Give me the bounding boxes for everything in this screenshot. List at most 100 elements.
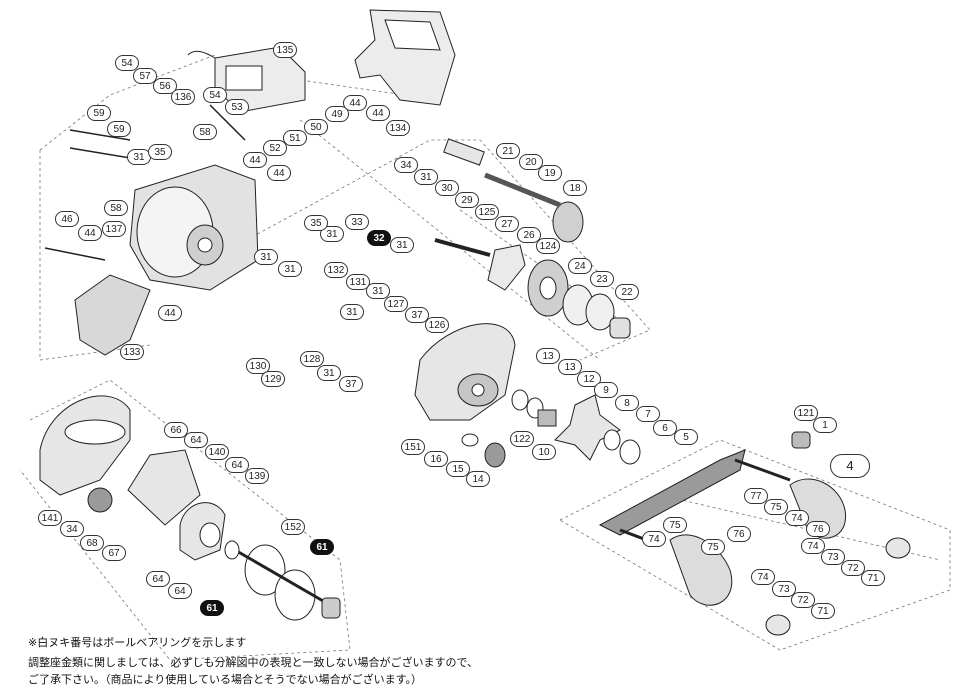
- part-number-64[interactable]: 64: [168, 583, 192, 599]
- part-number-53[interactable]: 53: [225, 99, 249, 115]
- part-number-20[interactable]: 20: [519, 154, 543, 170]
- part-number-23[interactable]: 23: [590, 271, 614, 287]
- part-number-59[interactable]: 59: [107, 121, 131, 137]
- part-number-21[interactable]: 21: [496, 143, 520, 159]
- part-number-76[interactable]: 76: [727, 526, 751, 542]
- part-number-74[interactable]: 74: [801, 538, 825, 554]
- part-number-72[interactable]: 72: [791, 592, 815, 608]
- part-number-52[interactable]: 52: [263, 140, 287, 156]
- part-number-129[interactable]: 129: [261, 371, 285, 387]
- part-number-140[interactable]: 140: [205, 444, 229, 460]
- part-number-30[interactable]: 30: [435, 180, 459, 196]
- part-number-34[interactable]: 34: [394, 157, 418, 173]
- part-number-44[interactable]: 44: [243, 152, 267, 168]
- part-number-74[interactable]: 74: [642, 531, 666, 547]
- part-number-132[interactable]: 132: [324, 262, 348, 278]
- part-number-121[interactable]: 121: [794, 405, 818, 421]
- part-number-26[interactable]: 26: [517, 227, 541, 243]
- part-number-35[interactable]: 35: [148, 144, 172, 160]
- part-number-10[interactable]: 10: [532, 444, 556, 460]
- part-number-31[interactable]: 31: [414, 169, 438, 185]
- part-number-135[interactable]: 135: [273, 42, 297, 58]
- part-number-31[interactable]: 31: [366, 283, 390, 299]
- part-number-44[interactable]: 44: [366, 105, 390, 121]
- part-number-13[interactable]: 13: [536, 348, 560, 364]
- part-number-51[interactable]: 51: [283, 130, 307, 146]
- part-number-134[interactable]: 134: [386, 120, 410, 136]
- part-number-31[interactable]: 31: [254, 249, 278, 265]
- part-number-49[interactable]: 49: [325, 106, 349, 122]
- part-number-44[interactable]: 44: [78, 225, 102, 241]
- part-number-24[interactable]: 24: [568, 258, 592, 274]
- part-number-29[interactable]: 29: [455, 192, 479, 208]
- part-number-31[interactable]: 31: [320, 226, 344, 242]
- part-number-22[interactable]: 22: [615, 284, 639, 300]
- part-number-75[interactable]: 75: [701, 539, 725, 555]
- part-number-6[interactable]: 6: [653, 420, 677, 436]
- part-number-1[interactable]: 1: [813, 417, 837, 433]
- part-number-54[interactable]: 54: [203, 87, 227, 103]
- part-number-68[interactable]: 68: [80, 535, 104, 551]
- part-number-34[interactable]: 34: [60, 521, 84, 537]
- part-number-56[interactable]: 56: [153, 78, 177, 94]
- part-number-9[interactable]: 9: [594, 382, 618, 398]
- part-number-31[interactable]: 31: [317, 365, 341, 381]
- part-number-8[interactable]: 8: [615, 395, 639, 411]
- part-number-133[interactable]: 133: [120, 344, 144, 360]
- part-number-72[interactable]: 72: [841, 560, 865, 576]
- part-number-64[interactable]: 64: [146, 571, 170, 587]
- part-number-141[interactable]: 141: [38, 510, 62, 526]
- part-number-74[interactable]: 74: [785, 510, 809, 526]
- part-number-139[interactable]: 139: [245, 468, 269, 484]
- part-number-61[interactable]: 61: [310, 539, 334, 555]
- part-number-73[interactable]: 73: [772, 581, 796, 597]
- part-number-50[interactable]: 50: [304, 119, 328, 135]
- part-number-15[interactable]: 15: [446, 461, 470, 477]
- part-number-74[interactable]: 74: [751, 569, 775, 585]
- part-number-124[interactable]: 124: [536, 238, 560, 254]
- part-number-64[interactable]: 64: [225, 457, 249, 473]
- part-number-151[interactable]: 151: [401, 439, 425, 455]
- part-number-5[interactable]: 5: [674, 429, 698, 445]
- part-number-37[interactable]: 37: [405, 307, 429, 323]
- part-number-31[interactable]: 31: [390, 237, 414, 253]
- part-number-57[interactable]: 57: [133, 68, 157, 84]
- part-number-127[interactable]: 127: [384, 296, 408, 312]
- part-number-71[interactable]: 71: [811, 603, 835, 619]
- part-number-126[interactable]: 126: [425, 317, 449, 333]
- part-number-35[interactable]: 35: [304, 215, 328, 231]
- part-number-46[interactable]: 46: [55, 211, 79, 227]
- part-number-4[interactable]: 4: [830, 454, 870, 478]
- part-number-58[interactable]: 58: [104, 200, 128, 216]
- part-number-125[interactable]: 125: [475, 204, 499, 220]
- part-number-73[interactable]: 73: [821, 549, 845, 565]
- part-number-64[interactable]: 64: [184, 432, 208, 448]
- part-number-75[interactable]: 75: [663, 517, 687, 533]
- part-number-32[interactable]: 32: [367, 230, 391, 246]
- part-number-152[interactable]: 152: [281, 519, 305, 535]
- part-number-77[interactable]: 77: [744, 488, 768, 504]
- part-number-7[interactable]: 7: [636, 406, 660, 422]
- part-number-44[interactable]: 44: [158, 305, 182, 321]
- part-number-54[interactable]: 54: [115, 55, 139, 71]
- part-number-128[interactable]: 128: [300, 351, 324, 367]
- part-number-130[interactable]: 130: [246, 358, 270, 374]
- part-number-18[interactable]: 18: [563, 180, 587, 196]
- part-number-37[interactable]: 37: [339, 376, 363, 392]
- part-number-137[interactable]: 137: [102, 221, 126, 237]
- part-number-13[interactable]: 13: [558, 359, 582, 375]
- part-number-71[interactable]: 71: [861, 570, 885, 586]
- part-number-12[interactable]: 12: [577, 371, 601, 387]
- part-number-19[interactable]: 19: [538, 165, 562, 181]
- part-number-27[interactable]: 27: [495, 216, 519, 232]
- part-number-76[interactable]: 76: [806, 521, 830, 537]
- part-number-31[interactable]: 31: [340, 304, 364, 320]
- part-number-67[interactable]: 67: [102, 545, 126, 561]
- part-number-61[interactable]: 61: [200, 600, 224, 616]
- part-number-44[interactable]: 44: [343, 95, 367, 111]
- part-number-59[interactable]: 59: [87, 105, 111, 121]
- part-number-31[interactable]: 31: [278, 261, 302, 277]
- part-number-44[interactable]: 44: [267, 165, 291, 181]
- part-number-58[interactable]: 58: [193, 124, 217, 140]
- part-number-33[interactable]: 33: [345, 214, 369, 230]
